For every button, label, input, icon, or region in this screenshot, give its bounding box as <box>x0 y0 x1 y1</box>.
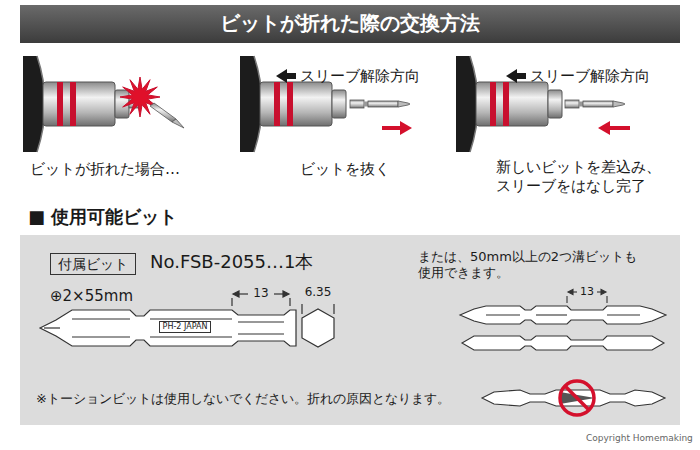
dimension: 13 <box>580 285 594 299</box>
title-text: ビットが折れた際の交換方法 <box>20 11 680 36</box>
torsion-bit-prohibited <box>482 381 665 415</box>
step-caption: 新しいビットを差込み、 スリーブをはなし完了 <box>496 158 696 196</box>
sleeve-release-label: スリーブ解除方向 <box>300 67 420 86</box>
bit-marking: PH-2 JAPAN <box>159 321 212 333</box>
double-groove-bits <box>460 290 666 351</box>
bit-size: ⊕2×55mm <box>50 287 133 306</box>
copyright: Copyright Homemaking <box>586 433 693 444</box>
panel-ground <box>20 235 680 425</box>
step-caption: ビットを抜く <box>300 160 390 179</box>
tag-text: 付属ビット <box>58 255 128 273</box>
step-caption: ビットが折れた場合… <box>30 160 180 179</box>
dimension: 13 <box>253 286 268 301</box>
note: または、50mm以上の2つ溝ビットも 使用できます。 <box>418 249 680 282</box>
warning-note: ※トーションビットは使用しないでください。折れの原因となります。 <box>36 391 450 407</box>
part-number: No.FSB-2055…1本 <box>150 251 313 274</box>
chuck-broken <box>23 56 184 152</box>
dimension: 6.35 <box>305 285 332 300</box>
section-heading: ■ 使用可能ビット <box>28 205 177 229</box>
sleeve-release-label: スリーブ解除方向 <box>530 67 650 86</box>
title-band <box>20 5 680 43</box>
break-burst <box>120 77 160 117</box>
included-bit-tag: 付属ビット <box>50 253 136 275</box>
